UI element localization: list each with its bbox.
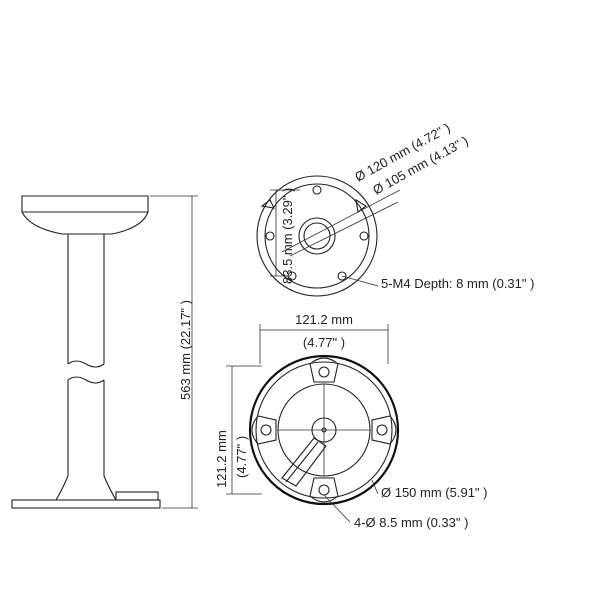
base-hole-top bbox=[318, 366, 330, 378]
top-inner-circle bbox=[264, 183, 370, 289]
base-hole-left bbox=[260, 424, 272, 436]
base-outer-ring bbox=[248, 354, 400, 506]
base-hole-right bbox=[376, 424, 388, 436]
screw-hole-left bbox=[265, 231, 275, 241]
height-dimension: 563 mm (22.17" ) bbox=[150, 195, 198, 509]
screw-hole-top bbox=[312, 185, 322, 195]
base-holes-leader bbox=[323, 494, 351, 523]
screw-spec-leader bbox=[341, 275, 379, 287]
base-hole-bottom bbox=[318, 484, 330, 496]
base-flare bbox=[55, 475, 117, 501]
screw-hole-right bbox=[359, 231, 369, 241]
base-height-mm-label: 121.2 mm bbox=[214, 430, 229, 488]
base-lobe-bottom bbox=[309, 477, 339, 503]
hole-spacing-label: 83.5 mm (3.29" ) bbox=[280, 188, 295, 284]
top-plate-flare bbox=[21, 211, 149, 235]
cable-channel bbox=[281, 437, 327, 487]
break-line-upper bbox=[67, 360, 105, 368]
base-width-in-label: (4.77" ) bbox=[303, 335, 345, 350]
base-width-mm-label: 121.2 mm bbox=[295, 312, 353, 327]
cable-hole-inner bbox=[303, 222, 331, 250]
overall-height-label: 563 mm (22.17" ) bbox=[178, 300, 193, 400]
base-diameter-label: Ø 150 mm (5.91" ) bbox=[381, 485, 487, 500]
screw-hole-bottom-right bbox=[337, 271, 347, 281]
top-plate bbox=[21, 195, 149, 213]
top-view: 83.5 mm (3.29" ) Ø 120 mm (4.72" ) Ø 105… bbox=[256, 120, 534, 297]
screw-spec-label: 5-M4 Depth: 8 mm (0.31" ) bbox=[381, 276, 534, 291]
base-side-tab bbox=[115, 491, 159, 501]
inner-diameter-leader bbox=[289, 201, 399, 257]
bottom-view: 121.2 mm (4.77" ) 121.2 mm (4.77" ) Ø 15… bbox=[214, 312, 487, 530]
cable-hole-outer bbox=[298, 217, 336, 255]
base-holes-label: 4-Ø 8.5 mm (0.33" ) bbox=[354, 515, 468, 530]
top-outer-circle bbox=[256, 175, 378, 297]
cable-channel-inner bbox=[285, 441, 319, 483]
notch-upper-left bbox=[260, 199, 275, 209]
notch-upper-right bbox=[355, 198, 367, 213]
base-plate bbox=[11, 499, 161, 509]
base-inner-ring bbox=[255, 361, 393, 499]
base-diameter-leader bbox=[371, 479, 379, 495]
break-line-lower bbox=[67, 376, 105, 384]
base-lobe-top bbox=[309, 357, 339, 383]
base-lobe-left bbox=[251, 415, 277, 445]
outer-diameter-leader bbox=[281, 189, 401, 253]
side-view bbox=[11, 195, 161, 509]
base-height-in-label: (4.77" ) bbox=[234, 436, 249, 478]
base-lobe-right bbox=[371, 415, 397, 445]
